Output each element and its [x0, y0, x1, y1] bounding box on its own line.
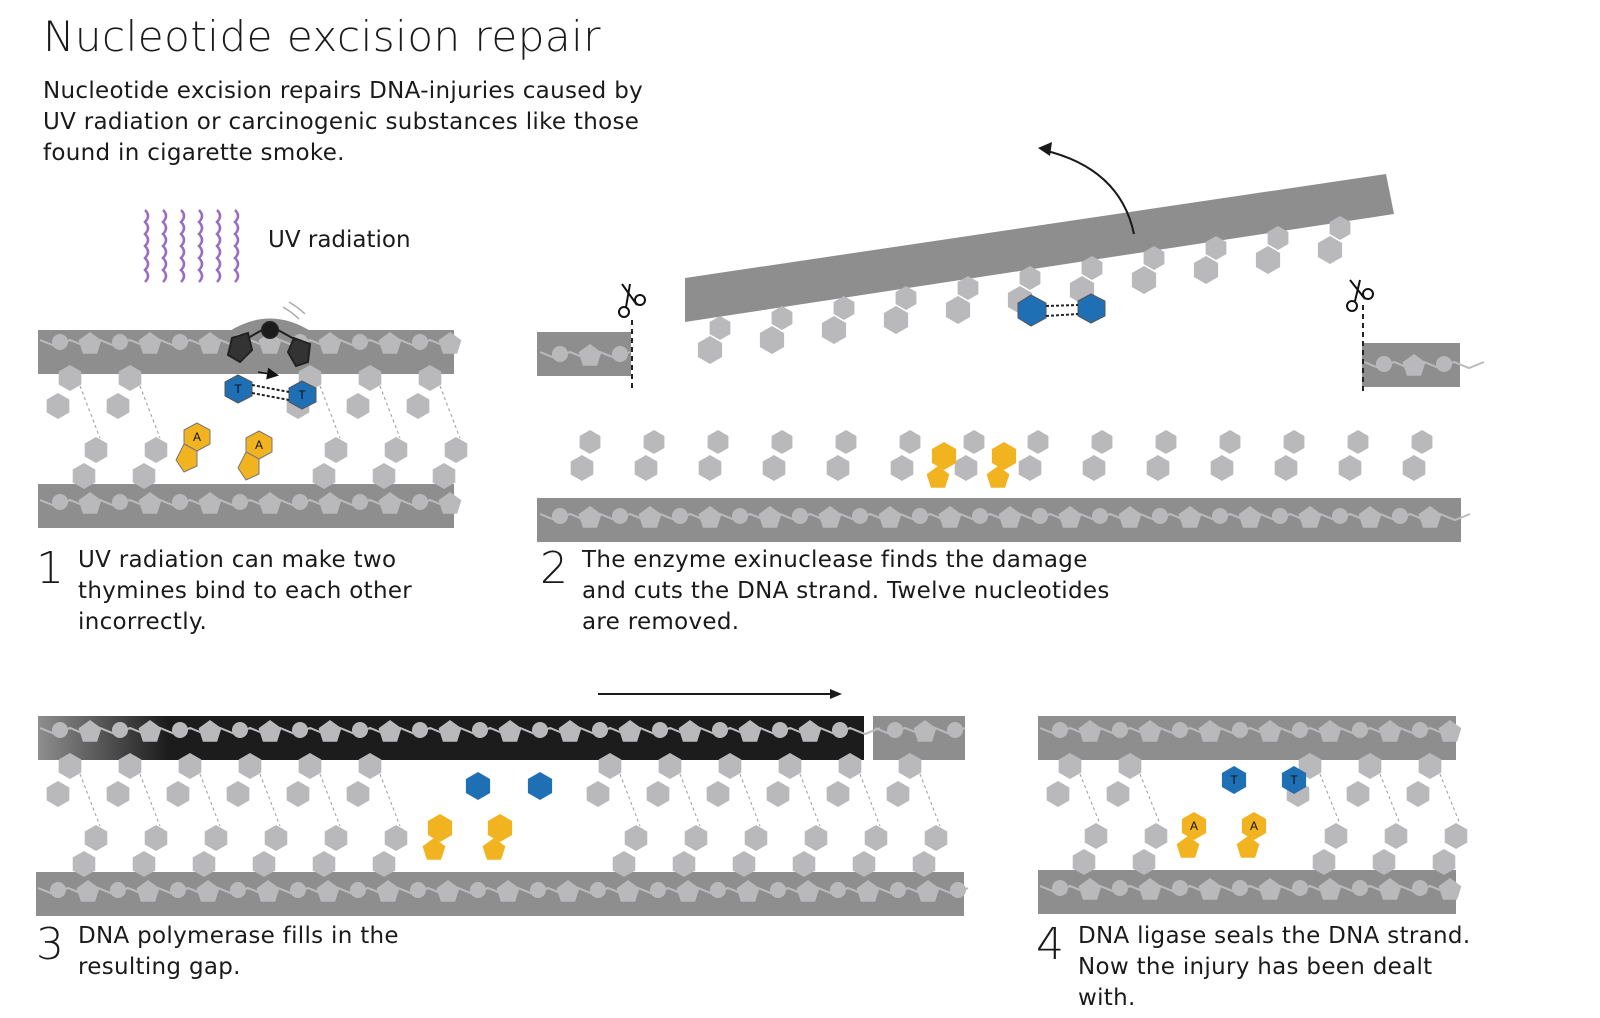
- uv-wave-icon: [233, 209, 240, 283]
- uv-wave-icon: [197, 209, 204, 283]
- scissors-icon: [618, 283, 646, 318]
- step-3-caption: 3 DNA polymerase fills in the resulting …: [36, 921, 436, 983]
- uv-wave-icon: [143, 209, 240, 283]
- panel-1-dna: T T A A: [38, 301, 468, 528]
- step-text: DNA polymerase fills in the resulting ga…: [78, 923, 399, 980]
- uv-wave-icon: [215, 209, 222, 283]
- panel-2-dna: [537, 142, 1485, 542]
- step-text: The enzyme exinuclease finds the damage …: [582, 547, 1110, 635]
- arrow-icon: [1038, 142, 1052, 156]
- svg-text:A: A: [193, 430, 201, 444]
- step-number: 4: [1036, 919, 1064, 970]
- thymine-base: T: [224, 374, 253, 404]
- intro-text: Nucleotide excision repairs DNA-injuries…: [43, 78, 644, 166]
- step-text: UV radiation can make two thymines bind …: [78, 547, 413, 635]
- page-title: Nucleotide excision repair: [43, 12, 602, 61]
- step-text: DNA ligase seals the DNA strand. Now the…: [1078, 923, 1471, 1011]
- thymine-base: T: [288, 380, 317, 410]
- step-2-caption: 2 The enzyme exinuclease finds the damag…: [540, 545, 1120, 638]
- excised-strand: [685, 174, 1394, 322]
- svg-text:A: A: [1250, 819, 1258, 833]
- panel-4-dna: T T A A: [1038, 716, 1468, 914]
- uv-radiation-label: UV radiation: [268, 227, 411, 253]
- svg-text:T: T: [1290, 773, 1298, 787]
- uv-wave-icon: [161, 209, 168, 283]
- thymine-dimer-enzyme: [226, 321, 312, 368]
- svg-text:A: A: [255, 438, 263, 452]
- step-number: 3: [36, 919, 64, 970]
- svg-text:A: A: [1190, 819, 1198, 833]
- adenine-base: A: [175, 422, 211, 473]
- thymine-dimer: [1017, 293, 1106, 327]
- step-number: 2: [540, 543, 568, 594]
- scissors-icon: [1346, 279, 1374, 312]
- step-1-caption: 1 UV radiation can make two thymines bin…: [36, 545, 436, 638]
- arrow-icon: [830, 689, 842, 699]
- uv-wave-icon: [179, 209, 186, 283]
- panel-3-dna: [36, 689, 969, 916]
- svg-text:T: T: [234, 382, 242, 396]
- uv-wave-icon: [143, 209, 150, 283]
- step-4-caption: 4 DNA ligase seals the DNA strand. Now t…: [1036, 921, 1496, 1014]
- step-number: 1: [36, 543, 64, 594]
- svg-text:T: T: [1230, 773, 1238, 787]
- adenine-base: A: [237, 430, 273, 481]
- svg-text:T: T: [298, 388, 306, 402]
